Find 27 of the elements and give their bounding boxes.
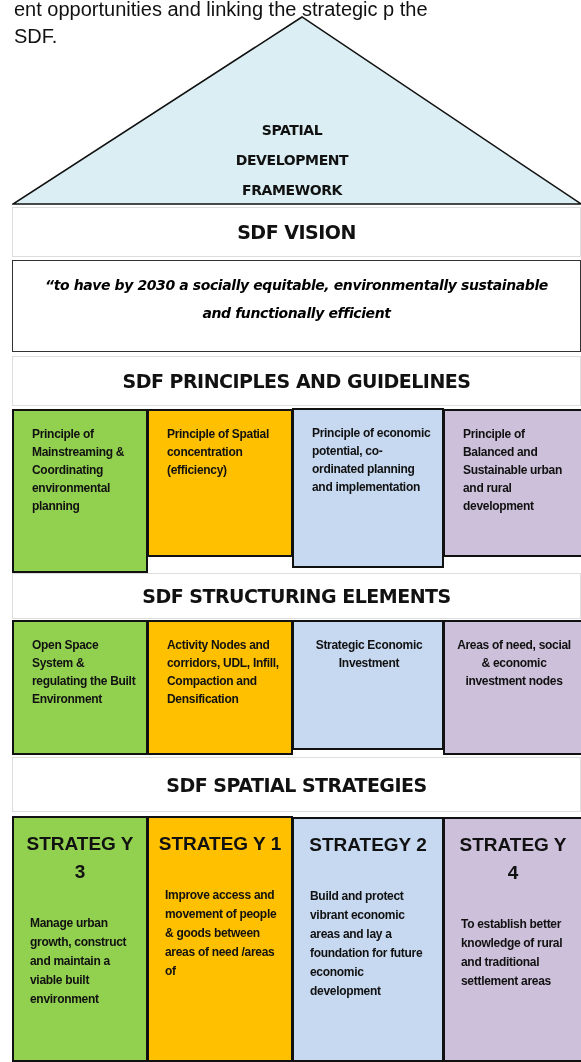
strategy-column [12,816,148,1062]
strategy-heading: STRATEG Y 1 [157,832,283,856]
element-box: Principle of Spatial concentration (efficiency) [147,409,293,557]
body-text-paragraph: ent opportunities and linking the strategic p the SDF. [14,0,429,49]
strategy-heading: STRATEG Y 3 [25,832,135,884]
framework-title: SPATIAL DEVELOPMENT FRAMEWORK [234,121,350,200]
strategy-description: Build and protect vibrant economic areas and lay a foundation for future economic development [309,888,424,1000]
strategy-column [147,816,293,1062]
strategy-column [443,817,581,1062]
element-box: Activity Nodes and corridors, UDL, Infill, Compaction and Densification [147,620,293,755]
element-box: Principle of Mainstreaming & Coordinating environmental planning [12,409,148,573]
strategy-heading: STRATEG Y 4 [458,833,568,885]
strategy-column [292,817,444,1062]
strategy-description: To establish better knowledge of rural and traditional settlement areas [460,916,564,990]
strategy-description: Manage urban growth, construct and maintain a viable built environment [29,915,128,1008]
element-box: Areas of need, social & economic investment nodes [443,620,581,755]
strategy-description: Improve access and movement of people & goods between areas of need /areas of [164,887,278,980]
section-heading: SDF SPATIAL STRATEGIES [12,757,581,812]
section-heading: SDF PRINCIPLES AND GUIDELINES [12,356,581,406]
element-box: Principle of economic potential, co-ordinated planning and implementation [292,408,444,568]
element-box: Strategic Economic Investment [292,620,444,750]
element-box: Principle of Balanced and Sustainable urban and rural development [443,409,581,557]
section-heading: SDF STRUCTURING ELEMENTS [12,573,581,619]
section-heading: SDF VISION [12,207,581,257]
element-box: Open Space System & regulating the Built Environment [12,620,148,755]
vision-statement: “to have by 2030 a socially equitable, environmentally sustainable and functionally efficient [12,260,581,352]
strategy-heading: STRATEGY 2 [308,833,428,857]
